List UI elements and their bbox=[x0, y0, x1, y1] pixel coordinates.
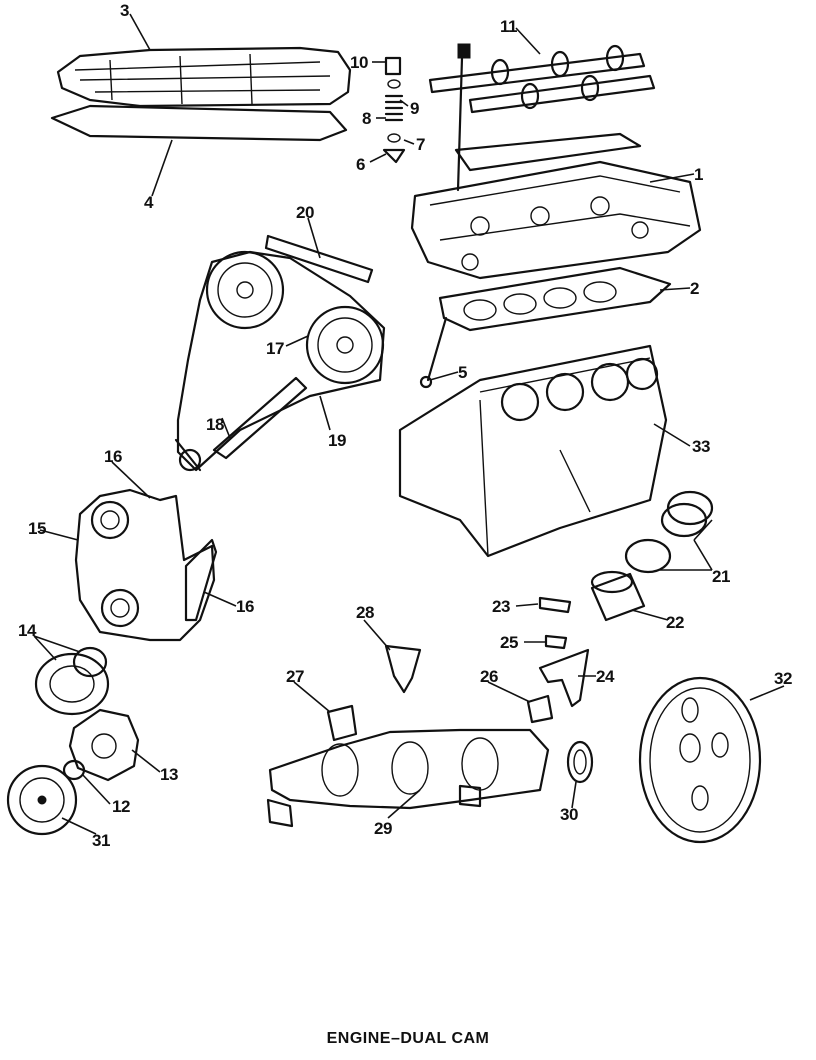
callout-25: 25 bbox=[500, 633, 518, 652]
timing-sprockets-and-chain bbox=[174, 250, 386, 472]
callout-2: 2 bbox=[690, 279, 699, 298]
valve-cover bbox=[56, 46, 352, 108]
callout-10: 10 bbox=[350, 53, 368, 72]
timing-covers bbox=[74, 488, 218, 642]
engine-block bbox=[398, 344, 668, 558]
front-seals-and-pump bbox=[6, 646, 140, 836]
head-bolt bbox=[419, 316, 448, 389]
callout-28: 28 bbox=[356, 603, 374, 622]
rear-main-seal bbox=[566, 740, 594, 784]
callout-19: 19 bbox=[328, 431, 346, 450]
head-gasket bbox=[438, 266, 672, 332]
callout-23: 23 bbox=[492, 597, 510, 616]
callout-22: 22 bbox=[666, 613, 684, 632]
callout-26: 26 bbox=[480, 667, 498, 686]
callout-15: 15 bbox=[28, 519, 46, 538]
bearings bbox=[326, 644, 554, 742]
callout-7: 7 bbox=[416, 135, 425, 154]
diagram-caption: ENGINE–DUAL CAM bbox=[326, 1030, 490, 1047]
callout-27: 27 bbox=[286, 667, 304, 686]
crankshaft bbox=[266, 728, 550, 828]
piston-rings bbox=[624, 490, 714, 574]
callout-20: 20 bbox=[296, 203, 314, 222]
callout-24: 24 bbox=[596, 667, 615, 686]
upper-chain-guide bbox=[264, 234, 374, 284]
callout-1: 1 bbox=[694, 165, 703, 184]
callout-labels: 3 4 10 9 8 7 6 11 1 2 5 20 17 18 19 33 2… bbox=[18, 1, 792, 850]
connecting-rod bbox=[538, 648, 590, 708]
callout-33: 33 bbox=[692, 437, 710, 456]
callout-17: 17 bbox=[266, 339, 284, 358]
chain-tensioner bbox=[212, 376, 308, 460]
callout-16-upper: 16 bbox=[104, 447, 122, 466]
callout-3: 3 bbox=[120, 1, 129, 20]
callout-16-lower: 16 bbox=[236, 597, 254, 616]
callout-32: 32 bbox=[774, 669, 792, 688]
callout-4: 4 bbox=[144, 193, 154, 212]
callout-9: 9 bbox=[410, 99, 419, 118]
callout-14: 14 bbox=[18, 621, 37, 640]
callout-13: 13 bbox=[160, 765, 178, 784]
callout-5: 5 bbox=[458, 363, 467, 382]
callout-12: 12 bbox=[112, 797, 130, 816]
callout-29: 29 bbox=[374, 819, 392, 838]
valve-train-parts bbox=[382, 56, 406, 164]
valve-cover-gasket bbox=[50, 104, 348, 142]
callout-11: 11 bbox=[500, 17, 517, 36]
callout-6: 6 bbox=[356, 155, 365, 174]
callout-8: 8 bbox=[362, 109, 371, 128]
callout-21: 21 bbox=[712, 567, 730, 586]
piston-assembly bbox=[538, 570, 646, 650]
callout-30: 30 bbox=[560, 805, 578, 824]
cylinder-head bbox=[410, 160, 702, 280]
flexplate bbox=[638, 676, 762, 844]
callout-18: 18 bbox=[206, 415, 224, 434]
camshafts bbox=[428, 43, 656, 192]
leader-lines bbox=[33, 13, 785, 835]
callout-31: 31 bbox=[92, 831, 110, 850]
